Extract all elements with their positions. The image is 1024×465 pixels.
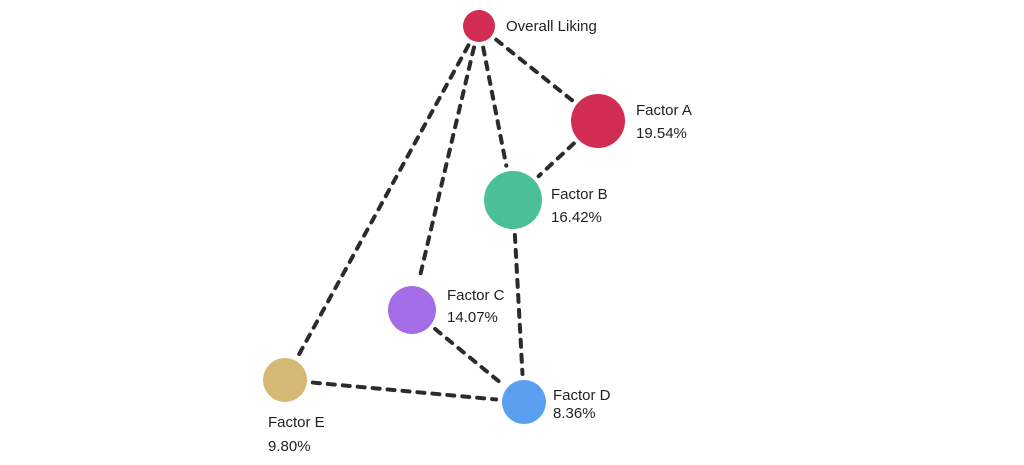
node-overall-name: Overall Liking: [506, 18, 597, 35]
node-b: [484, 171, 542, 229]
node-d-name: Factor D: [553, 387, 611, 404]
node-b-percent: 16.42%: [551, 209, 602, 226]
nodes-layer: [263, 10, 625, 424]
node-overall: [463, 10, 495, 42]
node-c-name: Factor C: [447, 287, 505, 304]
node-e: [263, 358, 307, 402]
node-d-percent: 8.36%: [553, 405, 596, 422]
edge-overall-e: [296, 43, 471, 358]
node-a-percent: 19.54%: [636, 125, 687, 142]
node-d: [502, 380, 546, 424]
node-e-percent: 9.80%: [268, 438, 311, 455]
edges-layer: [296, 37, 576, 402]
edge-overall-b: [481, 45, 509, 168]
edge-overall-a: [494, 37, 575, 103]
edge-a-b: [536, 141, 576, 179]
node-b-name: Factor B: [551, 186, 608, 203]
edge-overall-c: [416, 45, 476, 283]
edge-e-d: [310, 380, 499, 402]
node-a-name: Factor A: [636, 102, 692, 119]
node-e-name: Factor E: [268, 414, 325, 431]
node-a: [571, 94, 625, 148]
edge-c-d: [433, 327, 505, 387]
node-c-percent: 14.07%: [447, 309, 498, 326]
edge-b-d: [512, 232, 525, 377]
node-c: [388, 286, 436, 334]
